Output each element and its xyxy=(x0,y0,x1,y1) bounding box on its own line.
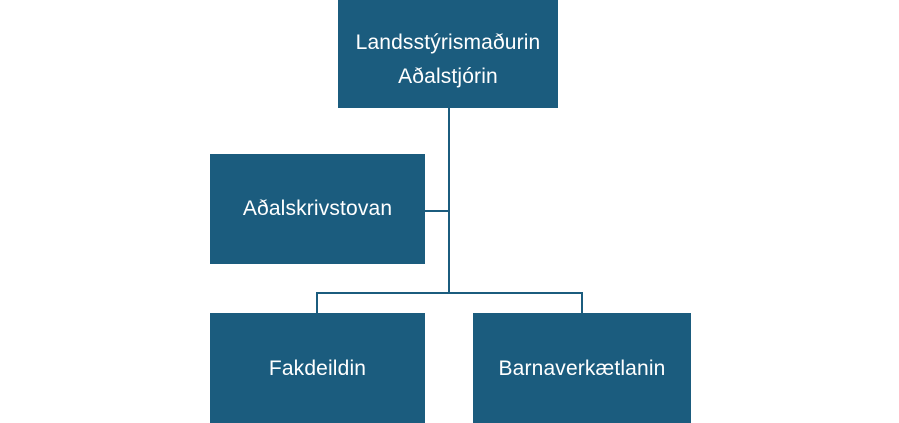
org-node-secretariat[interactable]: Aðalskrivstovan xyxy=(210,154,425,264)
org-node-fakdeildin-label: Fakdeildin xyxy=(268,356,367,380)
org-node-barnaverkaetlanin-label: Barnaverkætlanin xyxy=(498,356,666,380)
org-node-fakdeildin[interactable]: Fakdeildin xyxy=(210,313,425,423)
org-node-barnaverkaetlanin[interactable]: Barnaverkætlanin xyxy=(473,313,691,423)
org-node-director[interactable]: Landsstýrismaðurin Aðalstjórin xyxy=(338,0,558,108)
org-node-director-line1: Landsstýrismaðurin xyxy=(355,30,541,54)
org-node-director-line2: Aðalstjórin xyxy=(398,64,498,88)
org-node-secretariat-label: Aðalskrivstovan xyxy=(242,196,393,220)
